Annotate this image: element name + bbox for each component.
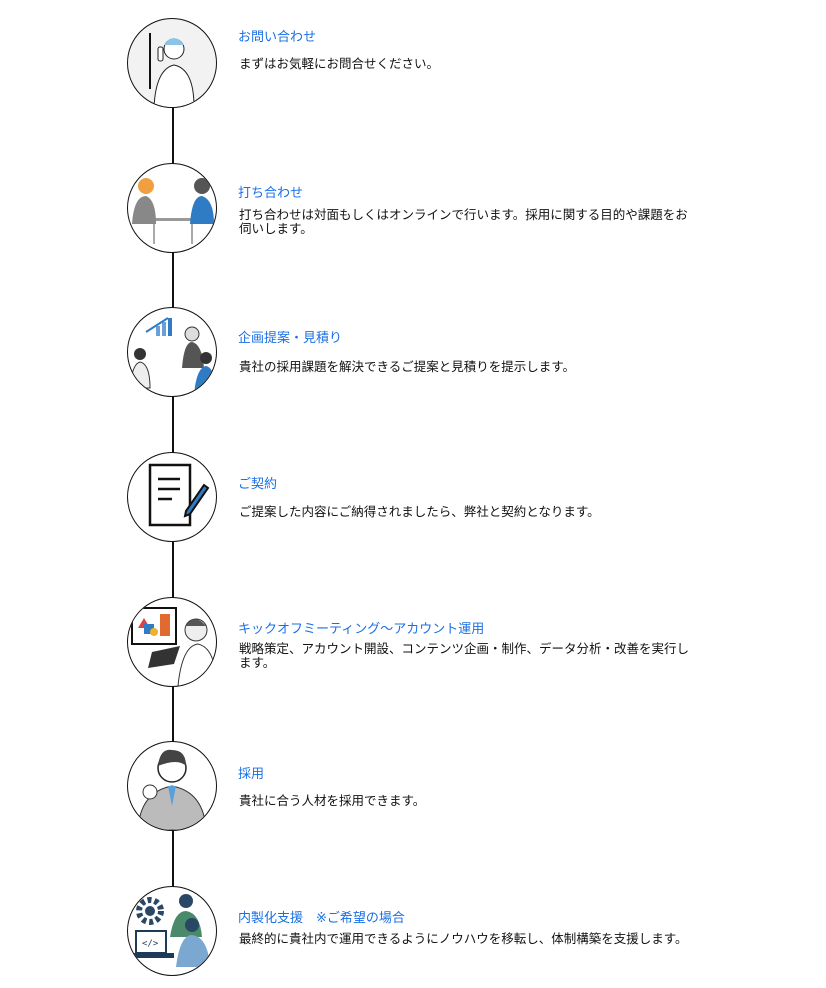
step-title: 打ち合わせ: [238, 186, 304, 201]
step-description: 打ち合わせは対面もしくはオンラインで行います。採用に関する目的や課題をお伺いしま…: [239, 207, 688, 236]
step-description: 最終的に貴社内で運用できるようにノウハウを移転し、体制構築を支援します。: [239, 931, 688, 946]
step-description: まずはお気軽にお問合せください。: [239, 56, 440, 71]
step-title: お問い合わせ: [238, 30, 317, 45]
step-title: 採用: [238, 767, 265, 782]
step-description: 貴社に合う人材を採用できます。: [239, 793, 426, 808]
svg-text:</>: </>: [142, 939, 159, 949]
step-title: 企画提案・見積り: [238, 331, 343, 346]
step-title: ご契約: [238, 477, 278, 492]
meeting-icon: [127, 163, 217, 253]
phone-call-icon: [127, 18, 217, 108]
contract-document-icon: [127, 452, 217, 542]
in-house-support-icon: </>: [127, 886, 217, 976]
step-description: 戦略策定、アカウント開設、コンテンツ企画・制作、データ分析・改善を実行します。: [239, 641, 690, 670]
step-description: ご提案した内容にご納得されましたら、弊社と契約となります。: [239, 504, 600, 519]
step-description: 貴社の採用課題を解決できるご提案と見積りを提示します。: [239, 359, 576, 374]
presentation-icon: [127, 307, 217, 397]
step-title: 内製化支援 ※ご希望の場合: [238, 911, 405, 926]
step-title: キックオフミーティング〜アカウント運用: [238, 622, 485, 637]
hired-person-icon: [127, 741, 217, 831]
kickoff-icon: [127, 597, 217, 687]
